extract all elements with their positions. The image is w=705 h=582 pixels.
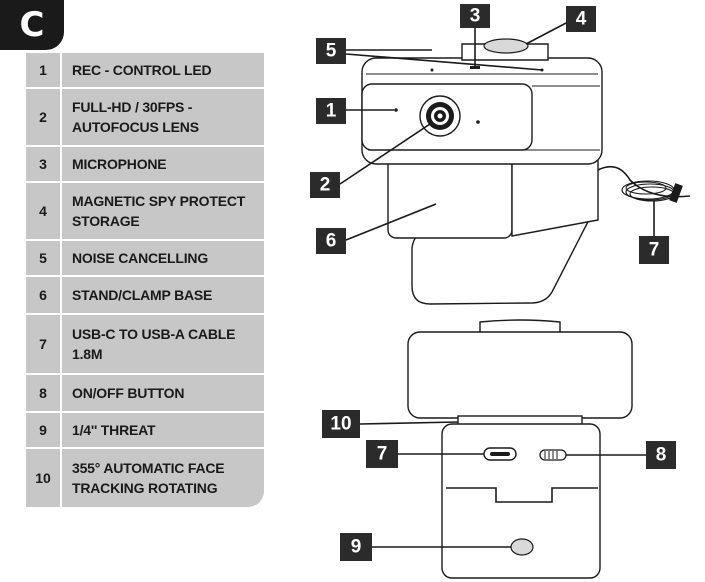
legend-number: 10: [26, 449, 62, 507]
rec-led: [394, 108, 398, 112]
callout-label: 2: [320, 175, 331, 196]
legend-text: REC - CONTROL LED: [72, 62, 212, 78]
legend-number: 7: [26, 315, 62, 373]
callout-label: 5: [326, 41, 337, 62]
webcam-back-view: [407, 319, 633, 579]
callout-3: 3: [460, 4, 490, 28]
leader-lines: [339, 21, 655, 548]
parts-legend: 1 REC - CONTROL LED 2 FULL-HD / 30FPS - …: [26, 53, 264, 507]
callout-label: 1: [326, 101, 337, 122]
leader-4: [525, 21, 569, 45]
legend-number: 6: [26, 277, 62, 313]
callout-label: 10: [330, 414, 351, 435]
legend-row-2: 2 FULL-HD / 30FPS - AUTOFOCUS LENS: [26, 89, 264, 147]
camera-lens: [419, 95, 461, 137]
legend-row-9: 9 1/4'' THREAT: [26, 413, 264, 449]
callout-label: 8: [656, 445, 667, 466]
legend-row-1: 1 REC - CONTROL LED: [26, 53, 264, 89]
legend-text: NOISE CANCELLING: [72, 250, 209, 266]
back-stand-plate: [441, 423, 601, 579]
leader-5b: [345, 53, 543, 71]
legend-number: 1: [26, 53, 62, 87]
legend-number: 5: [26, 241, 62, 275]
legend-text: 355° AUTOMATIC FACE TRACKING ROTATING: [72, 460, 225, 496]
legend-row-4: 4 MAGNETIC SPY PROTECT STORAGE: [26, 183, 264, 241]
legend-row-8: 8 ON/OFF BUTTON: [26, 375, 264, 413]
legend-row-3: 3 MICROPHONE: [26, 147, 264, 183]
leader-10: [359, 421, 459, 425]
webcam-front-view: [361, 38, 691, 305]
legend-number: 2: [26, 89, 62, 145]
callout-label: 4: [576, 9, 587, 30]
callout-8: 8: [646, 441, 676, 469]
legend-text: FULL-HD / 30FPS - AUTOFOCUS LENS: [72, 99, 199, 135]
callout-7-bottom: 7: [366, 440, 398, 468]
legend-text: MICROPHONE: [72, 156, 167, 172]
legend-text: USB-C TO USB-A CABLE 1.8M: [72, 326, 236, 362]
legend-number: 4: [26, 183, 62, 239]
magnetic-storage: [483, 38, 529, 54]
stand-hinge-line: [446, 487, 598, 503]
callout-6: 6: [316, 228, 346, 254]
microphone-hole: [470, 66, 480, 69]
callout-label: 7: [377, 444, 388, 465]
legend-text: ON/OFF BUTTON: [72, 385, 185, 401]
callout-label: 7: [649, 240, 660, 261]
legend-row-10: 10 355° AUTOMATIC FACE TRACKING ROTATING: [26, 449, 264, 507]
leader-2: [339, 123, 431, 185]
callout-10: 10: [322, 410, 360, 438]
callout-9: 9: [340, 533, 372, 561]
legend-text: MAGNETIC SPY PROTECT STORAGE: [72, 193, 246, 229]
legend-text: STAND/CLAMP BASE: [72, 287, 213, 303]
callout-label: 9: [351, 537, 362, 558]
legend-row-7: 7 USB-C TO USB-A CABLE 1.8M: [26, 315, 264, 375]
legend-number: 3: [26, 147, 62, 181]
on-off-switch: [539, 449, 567, 461]
callout-label: 3: [470, 6, 481, 27]
legend-number: 8: [26, 375, 62, 411]
cable-coil: [621, 180, 683, 203]
mic-dot-left: [430, 68, 434, 72]
legend-row-6: 6 STAND/CLAMP BASE: [26, 277, 264, 315]
callout-label: 6: [326, 231, 337, 252]
callout-2: 2: [310, 172, 340, 198]
callout-4: 4: [566, 6, 596, 32]
back-camera-body: [407, 331, 633, 419]
section-label: C: [0, 0, 64, 50]
tripod-thread: [510, 538, 534, 556]
callout-5: 5: [316, 38, 346, 64]
legend-number: 9: [26, 413, 62, 447]
sensor-dot: [476, 120, 480, 124]
callout-7-top: 7: [639, 236, 669, 264]
leader-6: [345, 203, 437, 241]
callout-1: 1: [316, 98, 346, 124]
legend-text: 1/4'' THREAT: [72, 422, 156, 438]
legend-row-5: 5 NOISE CANCELLING: [26, 241, 264, 277]
stand-clip: [387, 157, 513, 239]
